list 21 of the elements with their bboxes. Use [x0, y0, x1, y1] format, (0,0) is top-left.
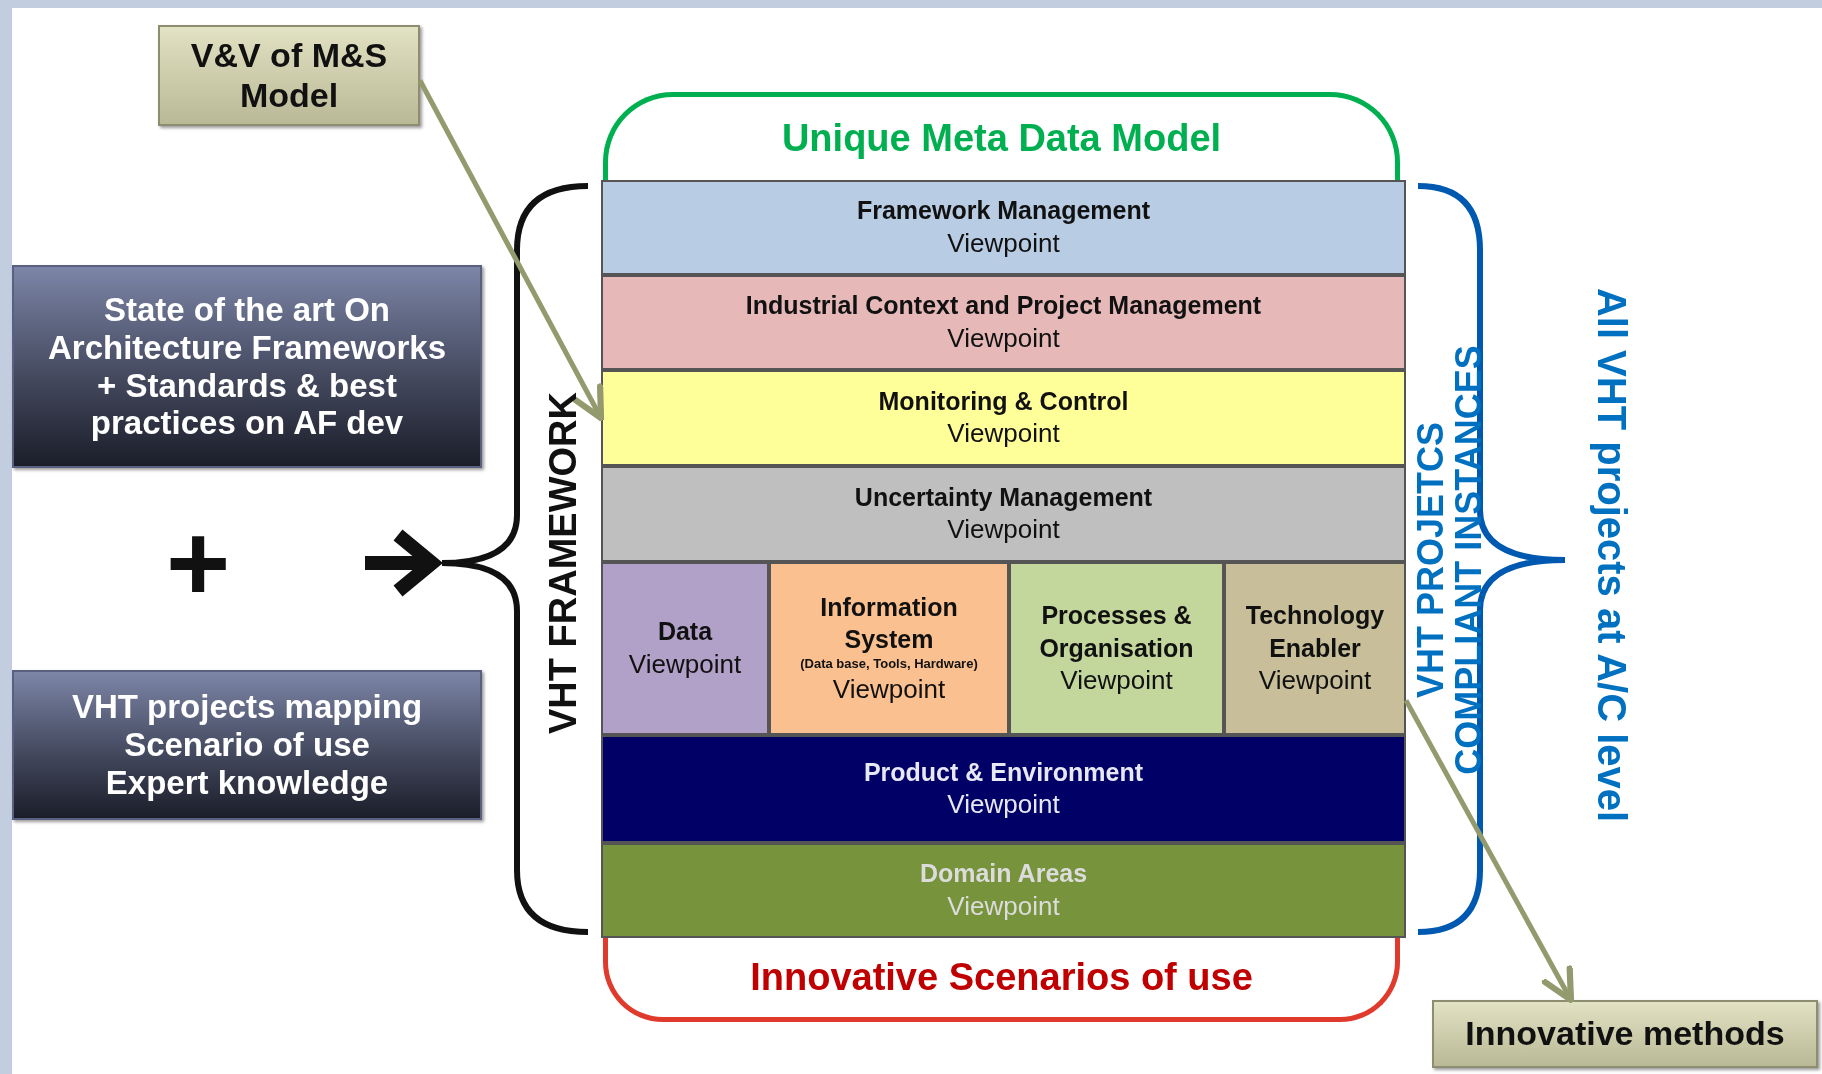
arrow	[417, 79, 605, 422]
viewpoint-box: Monitoring & Control Viewpoint	[601, 370, 1406, 466]
input-box: VHT projects mapping Scenario of use Expert knowledge	[12, 670, 482, 820]
input-box: Innovative methods	[1432, 1000, 1818, 1068]
bracket-label: Innovative Scenarios of use	[603, 938, 1400, 1022]
plus-sign: +	[165, 508, 231, 618]
viewpoint-box: Technology Enabler Viewpoint	[1224, 562, 1406, 735]
vertical-label: VHT PROJETCS COMPLIANT INSTANCES	[1412, 344, 1488, 777]
vertical-label: VHT FRAMEWORK	[540, 392, 585, 734]
viewpoint-box: Data Viewpoint	[601, 562, 769, 735]
viewpoint-box: Industrial Context and Project Management Viewpoint	[601, 275, 1406, 370]
arrow	[1403, 699, 1575, 1004]
input-box: State of the art On Architecture Frameworks + Standards & best practices on AF dev	[12, 265, 482, 468]
viewpoint-box: Product & Environment Viewpoint	[601, 735, 1406, 843]
vertical-label: All VHT projects at A/C level	[1589, 287, 1635, 823]
viewpoint-box: Domain Areas Viewpoint	[601, 843, 1406, 938]
viewpoint-box: Information System (Data base, Tools, Hardware) Viewpoint	[769, 562, 1009, 735]
input-box: V&V of M&S Model	[158, 25, 420, 126]
viewpoint-box: Uncertainty Management Viewpoint	[601, 466, 1406, 562]
viewpoint-box: Framework Management Viewpoint	[601, 180, 1406, 275]
viewpoint-box: Processes & Organisation Viewpoint	[1009, 562, 1224, 735]
